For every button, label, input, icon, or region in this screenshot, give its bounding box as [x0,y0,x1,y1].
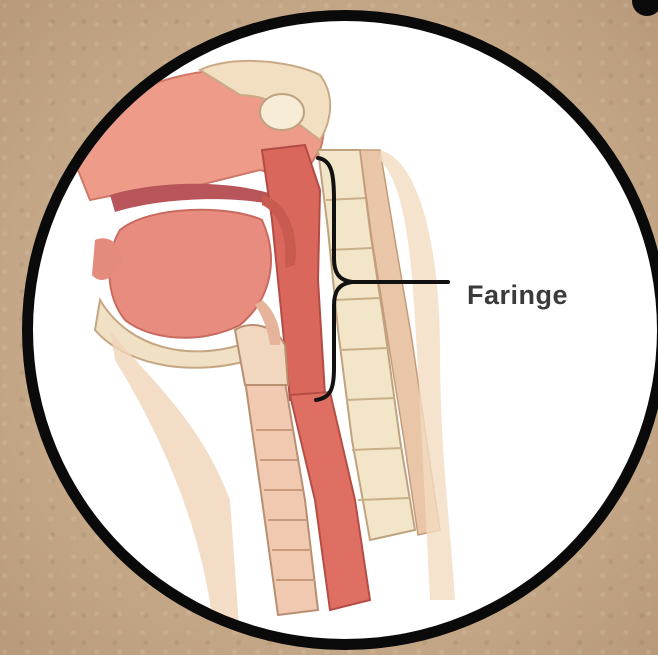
tongue [109,210,271,338]
pharynx-label: Faringe [467,280,568,311]
sphenoid-sinus [260,94,304,130]
neck-skin [110,330,240,640]
larynx [235,325,288,385]
